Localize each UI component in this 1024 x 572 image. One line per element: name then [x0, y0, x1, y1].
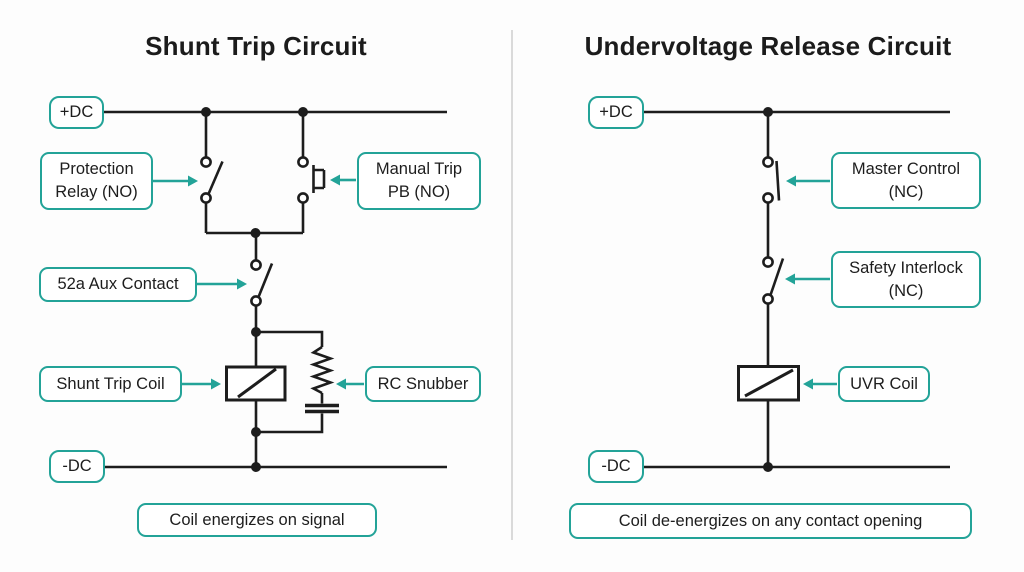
left-diagram-title: Shunt Trip Circuit: [145, 31, 367, 61]
label-aux-contact: 52a Aux Contact: [39, 267, 197, 302]
right-pointer-arrows: [785, 175, 837, 390]
safety-interlock-nc-contact-icon: [762, 256, 785, 305]
aux-contact-icon: [250, 259, 274, 307]
left-caption: Coil energizes on signal: [137, 503, 377, 537]
label-uvr-coil: UVR Coil: [838, 366, 930, 402]
label-text: Manual Trip PB (NO): [375, 160, 463, 201]
label-text: +DC: [599, 103, 633, 121]
label-manual-trip-pb: Manual Trip PB (NO): [357, 152, 481, 210]
label-text: -DC: [601, 457, 631, 475]
label-shunt-trip-coil: Shunt Trip Coil: [39, 366, 182, 402]
label-text: UVR Coil: [850, 374, 918, 393]
right-junction-dots: [763, 107, 773, 472]
shunt-trip-coil-symbol: [225, 365, 287, 402]
right-positive-rail-label: +DC: [588, 96, 644, 129]
panel-divider: [511, 30, 513, 540]
right-diagram-title: Undervoltage Release Circuit: [584, 31, 952, 61]
left-junction-dots: [201, 107, 308, 472]
label-text: RC Snubber: [377, 374, 469, 393]
right-negative-rail-label: -DC: [588, 450, 644, 483]
label-text: 52a Aux Contact: [57, 275, 179, 293]
label-text: Protection Relay (NO): [55, 160, 138, 201]
uvr-wires: [644, 110, 950, 469]
label-text: Shunt Trip Coil: [56, 374, 165, 393]
label-protection-relay: Protection Relay (NO): [40, 152, 153, 210]
label-text: +DC: [59, 103, 94, 121]
label-text: Master Control (NC): [851, 159, 961, 201]
label-master-control: Master Control (NC): [831, 152, 981, 209]
label-rc-snubber: RC Snubber: [365, 366, 481, 402]
caption-text: Coil de-energizes on any contact opening: [618, 511, 923, 530]
shunt-trip-wires: [103, 110, 447, 469]
snubber-branch-wire: [256, 330, 324, 434]
manual-trip-pushbutton-icon: [297, 156, 326, 204]
label-text: -DC: [62, 457, 92, 475]
left-positive-rail-label: +DC: [49, 96, 104, 129]
protection-relay-no-contact-icon: [200, 156, 224, 204]
rc-snubber-resistor-symbol: [309, 345, 335, 395]
left-pointer-arrows: [153, 174, 364, 390]
uvr-coil-symbol: [737, 365, 800, 402]
rc-snubber-capacitor-symbol: [305, 403, 339, 414]
label-text: Safety Interlock (NC): [849, 258, 963, 300]
left-negative-rail-label: -DC: [49, 450, 105, 483]
caption-text: Coil energizes on signal: [169, 510, 345, 529]
label-safety-interlock: Safety Interlock (NC): [831, 251, 981, 308]
right-caption: Coil de-energizes on any contact opening: [569, 503, 972, 539]
master-control-nc-contact-icon: [762, 156, 781, 204]
